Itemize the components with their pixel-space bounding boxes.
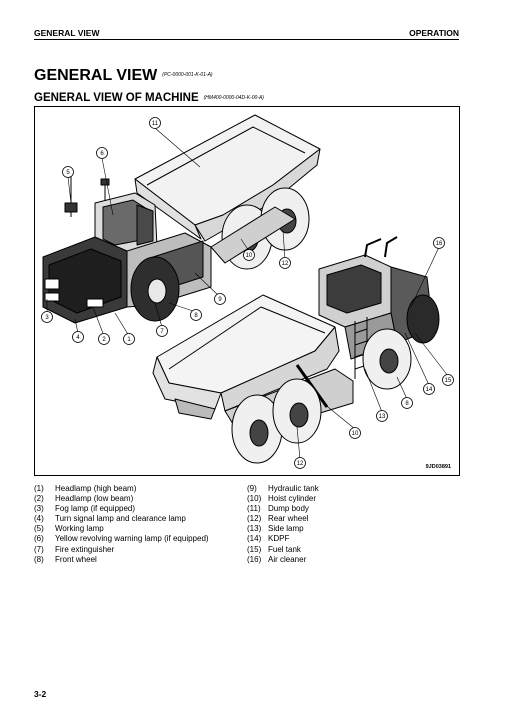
callout-10: 10	[246, 253, 253, 259]
machine-drawing: 11 6 5 3 4 2 1 7 8 9 10 12 16 15 14 8 13…	[41, 114, 454, 469]
callout-9: 9	[218, 297, 222, 303]
legend-item: (1)Headlamp (high beam)	[34, 484, 137, 493]
machine-illustration: 11 6 5 3 4 2 1 7 8 9 10 12 16 15 14 8 13…	[34, 106, 460, 476]
legend-item: (16)Air cleaner	[247, 554, 307, 564]
section-title-text: GENERAL VIEW OF MACHINE	[34, 92, 199, 104]
legend-item: (9)Hydraulic tank	[247, 484, 319, 493]
page-number: 3-2	[34, 689, 47, 699]
callout-3: 3	[45, 315, 49, 321]
figure-code: 9JD03891	[425, 464, 451, 470]
legend-item: (12)Rear wheel	[247, 514, 309, 524]
legend-item: (7)Fire extinguisher	[34, 544, 115, 554]
callout-2: 2	[102, 337, 106, 343]
section-title: GENERAL VIEW OF MACHINE (HM400-0000-04D-K…	[34, 88, 264, 106]
section-title-ref: (HM400-0000-04D-K-00-A)	[203, 95, 264, 101]
callout-6: 6	[100, 151, 104, 157]
callout-5: 5	[66, 170, 70, 176]
legend-item: (6)Yellow revolving warning lamp (if equ…	[34, 534, 209, 544]
running-header: GENERAL VIEW OPERATION	[34, 28, 459, 40]
callout-8: 8	[194, 313, 198, 319]
callout-7: 7	[160, 329, 164, 335]
callout-1: 1	[127, 337, 131, 343]
legend-item: (15)Fuel tank	[247, 544, 301, 554]
callout-8b: 8	[405, 401, 409, 407]
page-title-ref: (PC-0000-001-K-01-A)	[162, 72, 213, 78]
callout-12: 12	[282, 261, 289, 267]
callout-12b: 12	[297, 461, 304, 467]
header-chapter-title: OPERATION	[409, 28, 459, 38]
header-section-title: GENERAL VIEW	[34, 28, 100, 38]
callout-11: 11	[152, 121, 159, 127]
page-title-text: GENERAL VIEW	[34, 67, 158, 84]
legend-item: (4)Turn signal lamp and clearance lamp	[34, 514, 186, 524]
legend-item: (5)Working lamp	[34, 524, 104, 534]
callout-4: 4	[76, 335, 80, 341]
callout-13: 13	[379, 414, 386, 420]
legend-item: (8)Front wheel	[34, 554, 97, 564]
callout-16: 16	[436, 241, 443, 247]
callout-10b: 10	[352, 431, 359, 437]
legend-right-column: (9)Hydraulic tank (10)Hoist cylinder (11…	[247, 484, 457, 565]
legend-left-column: (1)Headlamp (high beam) (2)Headlamp (low…	[34, 484, 249, 565]
page-title: GENERAL VIEW (PC-0000-001-K-01-A)	[34, 67, 213, 85]
legend-item: (2)Headlamp (low beam)	[34, 494, 134, 504]
legend-item: (10)Hoist cylinder	[247, 494, 317, 504]
legend-item: (13)Side lamp	[247, 524, 304, 534]
callout-14: 14	[426, 387, 433, 393]
callout-15: 15	[445, 378, 452, 384]
legend-item: (3)Fog lamp (if equipped)	[34, 504, 136, 514]
legend-item: (14)KDPF	[247, 534, 290, 544]
legend-item: (11)Dump body	[247, 504, 309, 514]
